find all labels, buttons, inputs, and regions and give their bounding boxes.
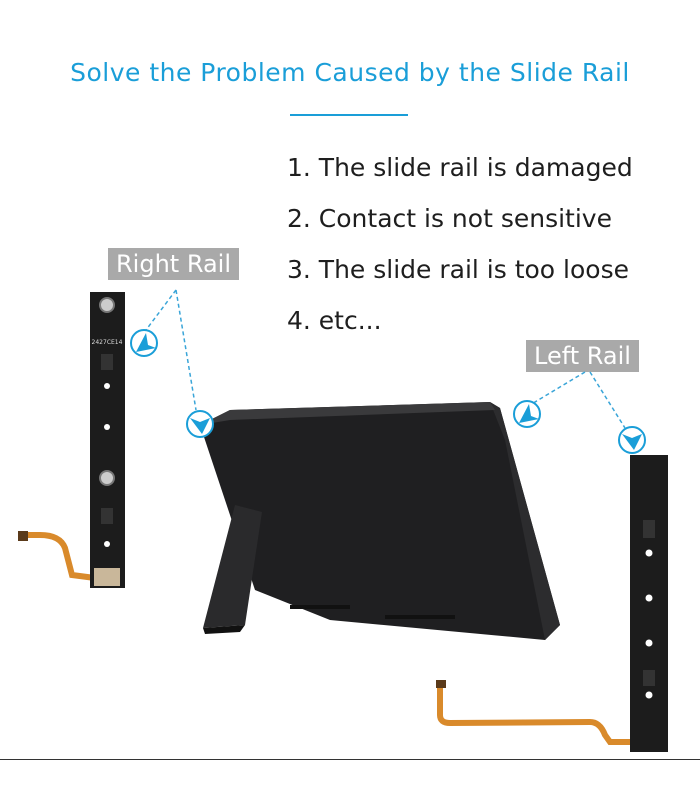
marker-arrow-icon bbox=[186, 410, 214, 438]
problem-item: 3. The slide rail is too loose bbox=[287, 255, 629, 284]
problem-item: 4. etc... bbox=[287, 306, 382, 335]
problem-list: 1. The slide rail is damaged 2. Contact … bbox=[287, 150, 633, 354]
rail-marking: 2427CE14 bbox=[92, 339, 123, 346]
left-rail-label: Left Rail bbox=[526, 340, 639, 372]
left-rail-image bbox=[436, 455, 668, 752]
marker-arrow-icon bbox=[513, 400, 541, 428]
marker-arrow-icon bbox=[618, 426, 646, 454]
left-rail-leader-lines bbox=[529, 371, 626, 429]
right-rail-image: 2427CE14 bbox=[18, 292, 125, 588]
page-title: Solve the Problem Caused by the Slide Ra… bbox=[70, 58, 630, 87]
right-rail-leader-lines bbox=[145, 289, 197, 411]
divider bbox=[0, 759, 700, 760]
marker-arrow-icon bbox=[130, 329, 158, 357]
title-underline bbox=[290, 114, 408, 116]
problem-item: 2. Contact is not sensitive bbox=[287, 204, 612, 233]
problem-item: 1. The slide rail is damaged bbox=[287, 153, 633, 182]
console-image bbox=[200, 402, 560, 640]
right-rail-label: Right Rail bbox=[108, 248, 240, 280]
